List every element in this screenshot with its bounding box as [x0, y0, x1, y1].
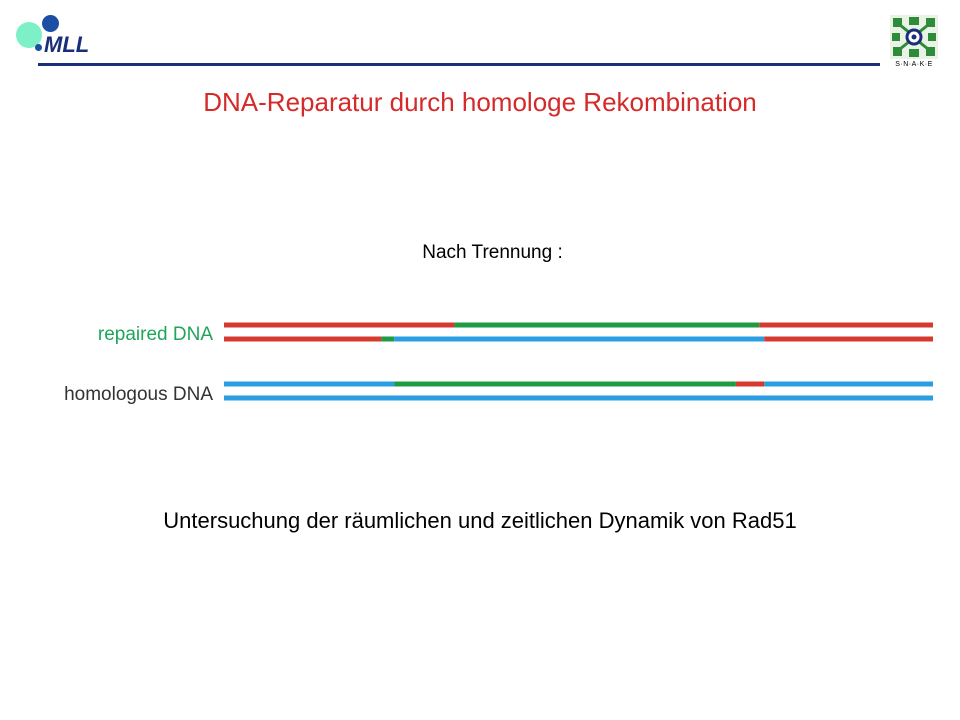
- strand-segment-0-1-3: [764, 336, 933, 342]
- strand-segment-0-1-1: [381, 336, 395, 342]
- label-repaired-dna: repaired DNA: [98, 324, 213, 345]
- strand-segment-0-0-2: [759, 322, 933, 328]
- mll-logo: MLL: [14, 12, 134, 62]
- strand-segment-1-0-0: [224, 381, 395, 387]
- snake-logo-text: S·N·A·K·E: [895, 61, 933, 68]
- dna-strand-diagram: repaired DNA homologous DNA: [64, 322, 933, 405]
- strand-segment-0-0-1: [454, 322, 760, 328]
- logo-dot-top: [42, 15, 59, 32]
- slide-title: DNA-Reparatur durch homologe Rekombinati…: [203, 87, 757, 117]
- strand-segment-1-0-1: [394, 381, 736, 387]
- strand-segments: [224, 322, 933, 401]
- logo-dot-small: [35, 44, 42, 51]
- subtitle: Nach Trennung :: [422, 242, 563, 263]
- conclusion-text: Untersuchung der räumlichen und zeitlich…: [163, 508, 797, 533]
- strand-segment-0-0-0: [224, 322, 455, 328]
- label-homologous-dna: homologous DNA: [64, 384, 213, 405]
- header-rule: [38, 63, 880, 66]
- strand-segment-1-0-3: [764, 381, 933, 387]
- strand-segment-1-1-0: [224, 395, 933, 401]
- logo-dot-large: [16, 22, 42, 48]
- mll-logo-text: MLL: [44, 32, 90, 57]
- strand-segment-0-1-0: [224, 336, 382, 342]
- strand-segment-1-0-2: [735, 381, 765, 387]
- snake-logo-icon: [890, 15, 938, 59]
- strand-segment-0-1-2: [394, 336, 765, 342]
